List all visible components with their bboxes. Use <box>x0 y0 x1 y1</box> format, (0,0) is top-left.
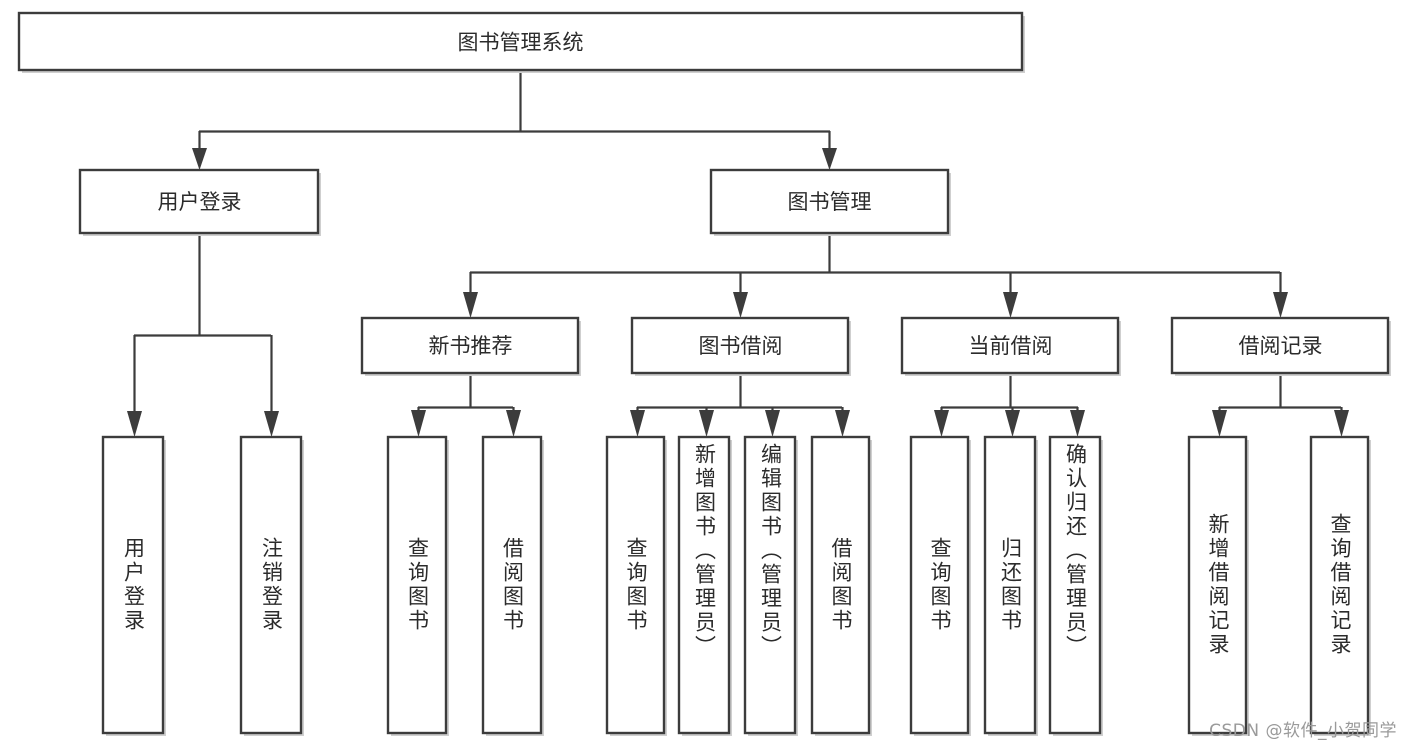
node-current-borrow-label: 当前借阅 <box>969 334 1053 358</box>
leaf-node-confirm-return-admin[interactable] <box>1048 435 1103 736</box>
node-root-system-label: 图书管理系统 <box>458 31 584 55</box>
leaf-boxes-group <box>101 435 1371 736</box>
nodes-group: 图书管理系统 用户登录 图书管理 新书推荐 <box>17 11 1391 736</box>
arrowhead-newbook-c2 <box>506 410 521 437</box>
arrowhead-leaf-logout <box>264 411 279 437</box>
arrowhead-current-c1 <box>934 410 949 437</box>
leaf-node-borrow-book-1[interactable] <box>481 435 544 736</box>
arrowhead-borrow-c3 <box>765 410 780 437</box>
arrowhead-user-login <box>192 148 207 170</box>
leaf-node-logout[interactable] <box>239 435 304 736</box>
leaf-node-query-borrow-record[interactable] <box>1309 435 1371 736</box>
node-user-login-label: 用户登录 <box>158 190 242 214</box>
node-book-borrow-label: 图书借阅 <box>699 334 783 358</box>
node-book-management-label: 图书管理 <box>788 190 872 214</box>
node-new-book-recommend[interactable]: 新书推荐 <box>360 316 581 376</box>
arrowhead-borrow-c4 <box>835 410 850 437</box>
leaf-node-add-book-admin[interactable] <box>677 435 732 736</box>
leaf-node-borrow-book-2[interactable] <box>810 435 872 736</box>
leaf-node-query-book-1[interactable] <box>386 435 449 736</box>
leaf-node-query-book-3[interactable] <box>909 435 971 736</box>
arrowhead-current <box>1003 292 1018 318</box>
arrowhead-records <box>1273 292 1288 318</box>
arrowhead-current-c2 <box>1005 410 1020 437</box>
arrowhead-book-mgmt <box>822 148 837 170</box>
arrowhead-records-c1 <box>1212 410 1227 437</box>
arrowhead-borrow-c1 <box>630 410 645 437</box>
leaf-node-user-login[interactable] <box>101 435 166 736</box>
leaf-node-edit-book-admin[interactable] <box>743 435 798 736</box>
node-root-system[interactable]: 图书管理系统 <box>17 11 1025 73</box>
csdn-watermark: CSDN @软件_小贺同学 <box>1209 721 1397 741</box>
node-book-management[interactable]: 图书管理 <box>709 168 951 236</box>
leaf-node-add-borrow-record[interactable] <box>1187 435 1249 736</box>
node-book-borrow[interactable]: 图书借阅 <box>630 316 851 376</box>
node-new-book-recommend-label: 新书推荐 <box>429 334 513 358</box>
arrowhead-borrow-c2 <box>699 410 714 437</box>
arrowhead-leaf-user-login <box>127 411 142 437</box>
arrowhead-newbook <box>463 292 478 318</box>
node-current-borrow[interactable]: 当前借阅 <box>900 316 1121 376</box>
node-borrow-records-label: 借阅记录 <box>1239 334 1323 358</box>
edges-group <box>127 70 1349 437</box>
leaf-node-return-book[interactable] <box>983 435 1038 736</box>
node-user-login[interactable]: 用户登录 <box>78 168 321 236</box>
node-borrow-records[interactable]: 借阅记录 <box>1170 316 1391 376</box>
arrowhead-records-c2 <box>1334 410 1349 437</box>
leaf-node-query-book-2[interactable] <box>605 435 667 736</box>
arrowhead-newbook-c1 <box>411 410 426 437</box>
arrowhead-borrow <box>733 292 748 318</box>
arrowhead-current-c3 <box>1070 410 1085 437</box>
